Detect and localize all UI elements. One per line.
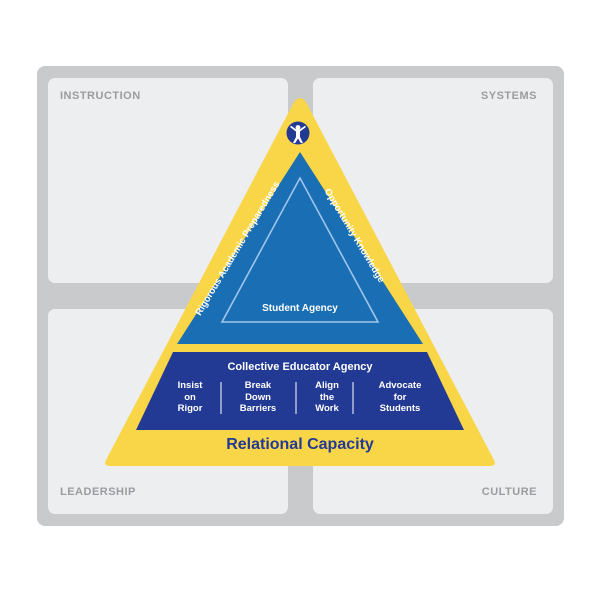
column-text: Rigor: [177, 403, 203, 414]
column-text: on: [184, 391, 196, 403]
collective-agency-title: Collective Educator Agency: [227, 361, 373, 373]
relational-capacity-label: Relational Capacity: [226, 436, 374, 453]
column-text: Advocate: [378, 380, 422, 391]
systems-label: SYSTEMS: [480, 90, 537, 102]
collective-band: [136, 352, 464, 430]
culture-label: CULTURE: [481, 486, 537, 498]
column-text: Down: [245, 391, 271, 403]
column-text: Insist: [177, 380, 203, 391]
column-insist-on-rigor: Insist on Rigor: [160, 380, 220, 415]
column-text: Work: [315, 403, 339, 414]
column-text: the: [319, 391, 335, 403]
upper-triangle: [177, 152, 423, 344]
person-icon: [286, 121, 312, 145]
column-advocate-for-students: Advocate for Students: [370, 380, 430, 415]
instruction-label: INSTRUCTION: [60, 90, 141, 102]
column-text: Break: [244, 380, 272, 391]
student-agency-label: Student Agency: [262, 303, 338, 314]
inner-triangle-outline: [220, 176, 380, 323]
column-break-down-barriers: Break Down Barriers: [228, 380, 288, 415]
column-text: Align: [315, 380, 339, 391]
column-text: Barriers: [239, 403, 277, 414]
column-align-the-work: Align the Work: [297, 380, 357, 415]
column-text: Students: [379, 403, 421, 414]
leadership-label: LEADERSHIP: [60, 486, 136, 498]
column-text: for: [393, 391, 407, 403]
